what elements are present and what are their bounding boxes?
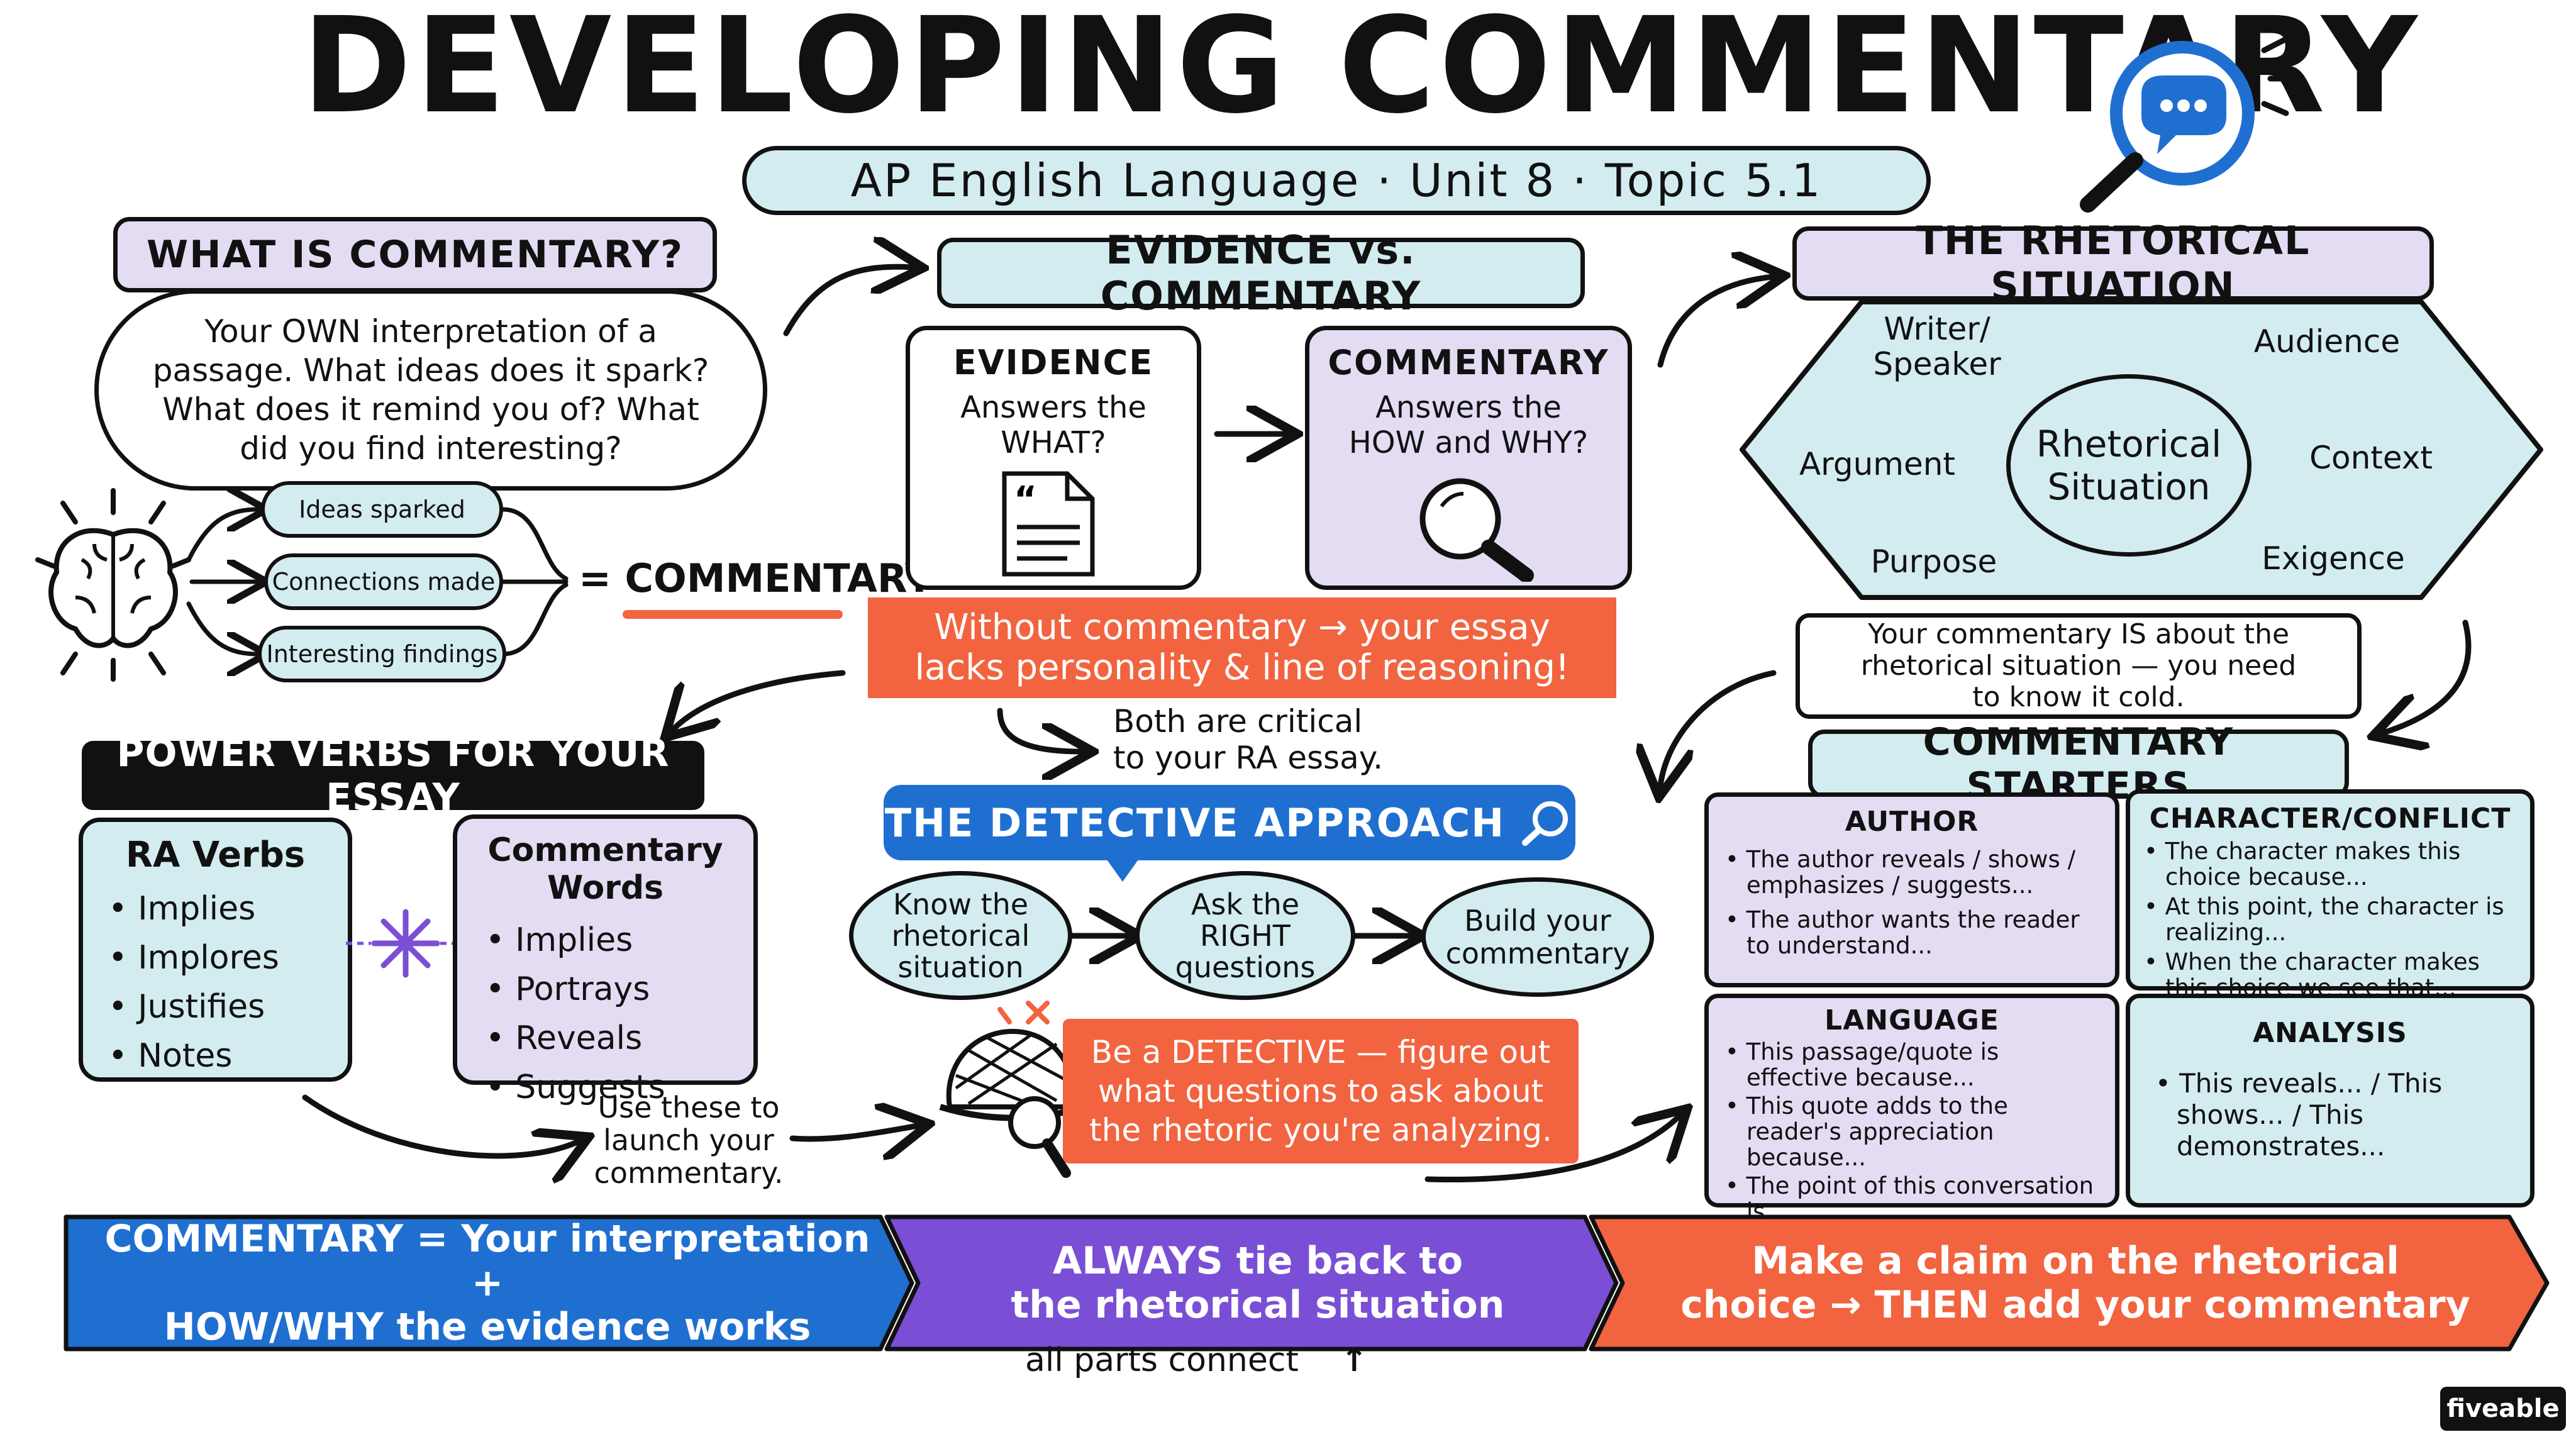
power-verbs-title: POWER VERBS FOR YOUR ESSAY [82, 731, 704, 819]
arrow-to-detective [302, 1094, 579, 1156]
both-critical-note: Both are critical to your RA essay. [1113, 703, 1384, 776]
magnifier-icon [1404, 469, 1542, 584]
subtitle: AP English Language · Unit 8 · Topic 5.1 [850, 154, 1823, 207]
svg-text:“: “ [1014, 479, 1037, 520]
search-icon [1518, 796, 1574, 849]
evidence-vs-title: EVIDENCE vs. COMMENTARY [937, 227, 1585, 319]
what-is-title: WHAT IS COMMENTARY? [113, 217, 717, 292]
brain-item-connections: Connections made [264, 553, 503, 610]
step-know-situation: Know the rhetorical situation [849, 871, 1072, 1000]
detective-title-tail [1104, 855, 1141, 882]
label-writer: Writer/ Speaker [1873, 311, 2001, 382]
starter-character: CHARACTER/CONFLICT The character makes t… [2126, 789, 2534, 1001]
bottom-banner-shapes [64, 1214, 2550, 1352]
banner-left: COMMENTARY = Your interpretation + HOW/W… [104, 1217, 870, 1349]
detective-hat-icon [931, 994, 1094, 1182]
commentary-card: COMMENTARY Answers the HOW and WHY? [1305, 326, 1632, 590]
arrow-rhetorical-to-starters [2384, 619, 2472, 733]
page-title: DEVELOPING COMMENTARY [302, 0, 2421, 143]
commentary-words-card: Commentary Words Implies Portrays Reveal… [453, 814, 758, 1106]
starter-language: LANGUAGE This passage/quote is effective… [1704, 994, 2119, 1224]
label-audience: Audience [2253, 323, 2401, 360]
brand-logo[interactable]: fiveable [2440, 1387, 2566, 1431]
step-ask-questions: Ask the RIGHT questions [1135, 871, 1355, 1000]
magnifier-with-speech-bubble-icon [2044, 25, 2308, 214]
brain-icon [25, 484, 201, 686]
arrow-to-power-verbs [673, 670, 846, 730]
label-context: Context [2309, 440, 2433, 476]
use-these-note: Use these to launch your commentary. [594, 1091, 784, 1190]
brain-item-ideas: Ideas sparked [261, 481, 503, 538]
step-build-commentary: Build your commentary [1421, 877, 1654, 997]
document-icon: “ [979, 467, 1105, 583]
equals-commentary: = COMMENTARY [579, 555, 934, 601]
starters-title: COMMENTARY STARTERS [1808, 720, 2349, 808]
label-purpose: Purpose [1870, 543, 1997, 580]
rhetorical-center: Rhetorical Situation [2006, 374, 2251, 557]
arrow-use-these [789, 1126, 918, 1139]
subtitle-pill: AP English Language · Unit 8 · Topic 5.1 [742, 146, 1931, 215]
arrow-to-both-critical [997, 708, 1082, 752]
all-parts-connect: all parts connect ↑ [1025, 1341, 1368, 1379]
arrow-to-language [1424, 1116, 1679, 1182]
arrow-to-rhetorical [1657, 277, 1774, 368]
warning-banner: Without commentary → your essay lacks pe… [868, 597, 1616, 698]
evidence-card: EVIDENCE Answers the WHAT? “ [906, 326, 1201, 590]
arrow-up-icon: ↑ [1340, 1341, 1368, 1379]
starter-author: AUTHOR The author reveals / shows / emph… [1704, 792, 2119, 987]
rhetorical-note: Your commentary IS about the rhetorical … [1796, 613, 2362, 719]
brain-item-findings: Interesting findings [258, 626, 506, 682]
what-is-cloud: Your OWN interpretation of a passage. Wh… [94, 289, 767, 491]
commentary-underline [623, 610, 843, 619]
detective-callout: Be a DETECTIVE — figure out what questio… [1063, 1019, 1579, 1163]
banner-right: Make a claim on the rhetorical choice → … [1680, 1239, 2470, 1327]
detective-title: THE DETECTIVE APPROACH [884, 785, 1575, 860]
label-exigence: Exigence [2262, 540, 2405, 577]
sparkle-icon [343, 896, 469, 991]
arrow-to-evidence [783, 267, 912, 336]
rhetorical-title: THE RHETORICAL SITUATION [1792, 218, 2434, 309]
arrow-note-to-starters [1660, 670, 1777, 786]
starter-analysis: ANALYSIS This reveals... / This shows...… [2126, 994, 2534, 1208]
label-argument: Argument [1799, 446, 1956, 482]
banner-middle: ALWAYS tie back to the rhetorical situat… [1011, 1239, 1505, 1327]
ra-verbs-card: RA Verbs Implies Implores Justifies Note… [79, 818, 352, 1082]
